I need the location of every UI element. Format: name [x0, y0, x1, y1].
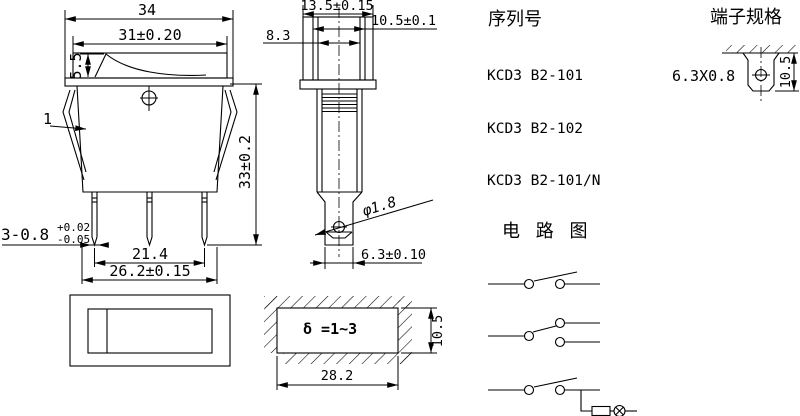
flange-outline	[64, 77, 234, 87]
serial-title: 序列号	[488, 9, 542, 30]
right-clip	[215, 89, 238, 181]
dim-rocker-height-label: 5.5	[67, 52, 85, 79]
dim-clip-thickness-label: 1	[43, 110, 52, 128]
terminal-spec-view: 端子规格 10.5 6.3X0.8	[672, 7, 799, 103]
dim-cutout-width-label: 28.2	[321, 368, 354, 384]
top-view-outer	[69, 294, 231, 367]
dim-pin-span-label: 21.4	[132, 245, 168, 263]
dim-terminal-tol-upper: +0.02	[57, 221, 90, 234]
dim-terminal-size-label: 6.3X0.8	[672, 67, 735, 85]
top-view	[69, 294, 231, 367]
dim-height-label: 33±0.2	[236, 135, 254, 189]
dim-body-width-label: 26.2±0.15	[109, 262, 190, 280]
terminal-pins	[91, 192, 208, 247]
cutout-rect	[276, 307, 399, 354]
model-kcd3-b2-102: KCD3 B2-102	[487, 121, 583, 137]
dim-side-width-label: 13.5±0.15	[300, 0, 373, 14]
dim-overall-width-label: 34	[138, 1, 156, 19]
dim-terminal-label: 3-0.8	[1, 225, 49, 244]
model-kcd3-b2-101n: KCD3 B2-101/N	[487, 173, 601, 189]
terminal-spec-title: 端子规格	[710, 7, 782, 28]
dim-opening-label: 10.5±0.1	[371, 13, 436, 29]
rocker-profile	[94, 53, 207, 78]
circuit-spst-lamp	[488, 377, 637, 416]
front-view: 34 31±0.20 5.5 1	[1, 1, 262, 284]
dim-bezel-width-label: 31±0.20	[118, 26, 181, 44]
dim-terminal-tol-lower: -0.05	[57, 233, 90, 246]
circuit-diagram-title: 电 路 图	[502, 221, 592, 242]
top-view-inner	[87, 308, 213, 354]
circuit-spst	[488, 271, 600, 290]
dim-terminal-length-label: 10.5	[778, 56, 794, 89]
dim-rocker-width-label: 8.3	[266, 28, 290, 44]
body-outline	[76, 85, 224, 193]
dim-cutout-height-label: 10.5	[430, 315, 446, 348]
panel-cutout-view: δ =1~3 28.2 10.5	[264, 296, 446, 390]
resistor-symbol	[591, 405, 611, 416]
serial-number-section: 序列号 KCD3 B2-101 KCD3 B2-102 KCD3 B2-101/…	[487, 9, 601, 242]
side-flange-outline	[299, 79, 377, 90]
left-clip	[62, 89, 85, 181]
circuit-spdt	[488, 317, 600, 348]
model-kcd3-b2-101: KCD3 B2-101	[487, 68, 583, 84]
dim-terminal-width-label: 6.3±0.10	[361, 247, 426, 263]
side-body-ribs	[322, 93, 357, 113]
stem-outline	[316, 191, 363, 246]
circuit-diagrams	[488, 271, 637, 416]
panel-thickness-label: δ =1~3	[303, 320, 357, 338]
side-view: 13.5±0.15 10.5±0.1 8.3	[263, 0, 437, 269]
